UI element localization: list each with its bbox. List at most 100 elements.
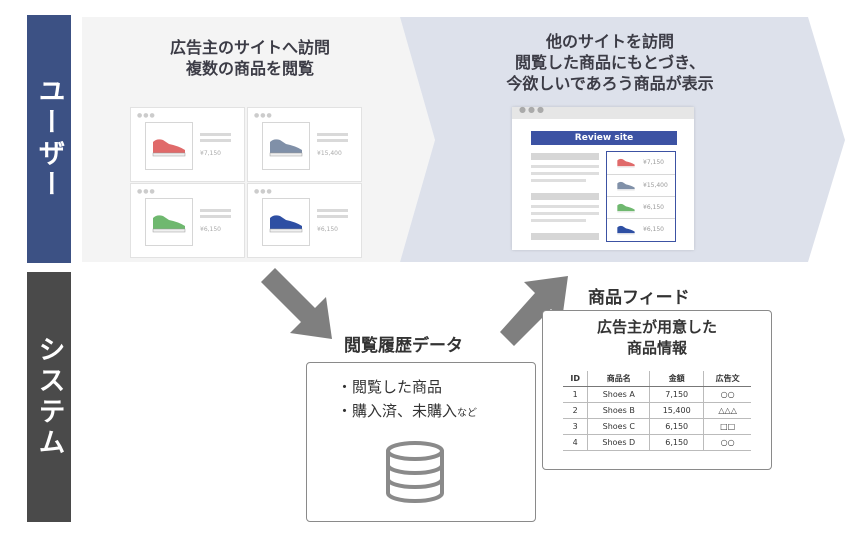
product-price: ¥7,150 [200, 150, 221, 157]
table-cell: ○○ [703, 434, 751, 451]
product-price: ¥6,150 [200, 226, 221, 233]
article-heading-block [531, 153, 599, 160]
article-line [531, 165, 599, 168]
history-label: 閲覧履歴データ [344, 336, 463, 356]
table-cell: △△△ [703, 402, 751, 419]
shoe-icon [617, 158, 635, 168]
left-panel-title: 広告主のサイトへ訪問 複数の商品を閲覧 [169, 38, 330, 78]
history-suffix: など [457, 408, 478, 419]
window-dots-icon: ●●● [254, 112, 273, 119]
text-placeholder [317, 215, 348, 218]
arrow-to-feed [500, 276, 568, 346]
ad-price: ¥15,400 [643, 182, 668, 189]
history-item: ・閲覧した商品 [337, 378, 443, 396]
shoe-icon [617, 225, 635, 235]
review-banner: Review site [531, 131, 677, 145]
product-card: ●●● ¥15,400 [247, 107, 362, 182]
history-item-text: ・購入済、未購入 [337, 402, 458, 420]
product-price: ¥15,400 [317, 150, 342, 157]
text-placeholder [200, 133, 231, 136]
table-cell: Shoes D [587, 434, 651, 451]
text-placeholder [317, 133, 348, 136]
text-placeholder [200, 215, 231, 218]
table-cell: 2 [563, 402, 589, 419]
table-cell: 4 [563, 434, 589, 451]
article-heading-block [531, 233, 599, 240]
table-cell: Shoes B [587, 402, 651, 419]
window-dots-icon: ●●● [137, 188, 156, 195]
table-cell: 6,150 [649, 434, 705, 451]
column-header: 商品名 [587, 371, 651, 387]
table-cell: 15,400 [649, 402, 705, 419]
text-placeholder [317, 139, 348, 142]
ad-item: ¥6,150 [607, 218, 675, 240]
shoe-icon [269, 139, 303, 157]
database-icon [386, 441, 444, 503]
history-item: ・購入済、未購入など [337, 399, 477, 426]
table-cell: 1 [563, 386, 589, 403]
ad-price: ¥6,150 [643, 204, 664, 211]
table-cell: Shoes A [587, 386, 651, 403]
article-line [531, 212, 599, 215]
product-thumbnail [145, 122, 193, 170]
ad-price: ¥6,150 [643, 226, 664, 233]
column-header: ID [563, 371, 589, 387]
arrow-to-history [261, 268, 332, 339]
product-card: ●●● ¥7,150 [130, 107, 245, 182]
table-cell: 6,150 [649, 418, 705, 435]
ad-item: ¥15,400 [607, 174, 675, 196]
article-line [531, 219, 586, 222]
shoe-icon [152, 215, 186, 233]
product-card: ●●● ¥6,150 [247, 183, 362, 258]
window-dots-icon: ●●● [254, 188, 273, 195]
window-dots-icon: ●●● [137, 112, 156, 119]
history-box: ・閲覧した商品 ・購入済、未購入など [306, 362, 536, 522]
shoe-icon [269, 215, 303, 233]
product-price: ¥6,150 [317, 226, 338, 233]
table-cell: □□ [703, 418, 751, 435]
column-header: 広告文 [703, 371, 751, 387]
right-panel-title: 他のサイトを訪問 閲覧した商品にもとづき、 今欲しいであろう商品が表示 [506, 32, 714, 93]
article-line [531, 172, 599, 175]
text-placeholder [317, 209, 348, 212]
feed-box-title: 広告主が用意した 商品情報 [596, 318, 717, 357]
ad-item: ¥6,150 [607, 196, 675, 218]
ad-unit: ¥7,150 ¥15,400 ¥6,150 ¥6,150 [606, 151, 676, 242]
review-site-window: ●●● Review site ¥7,150 ¥15,400 ¥6,150 ¥6,15… [512, 105, 694, 250]
text-placeholder [200, 139, 231, 142]
window-dots-icon: ●●● [519, 105, 546, 114]
feed-label: 商品フィード [588, 288, 690, 308]
system-lane-text: システム [33, 335, 65, 459]
article-line [531, 205, 599, 208]
table-cell: 3 [563, 418, 589, 435]
ad-item: ¥7,150 [607, 152, 675, 173]
system-lane-label: システム [27, 272, 71, 522]
shoe-icon [152, 139, 186, 157]
ad-price: ¥7,150 [643, 159, 664, 166]
shoe-icon [617, 203, 635, 213]
browser-titlebar: ●●● [512, 105, 694, 119]
product-thumbnail [262, 122, 310, 170]
column-header: 金額 [649, 371, 705, 387]
table-cell: Shoes C [587, 418, 651, 435]
text-placeholder [200, 209, 231, 212]
user-lane-label: ユーザー [27, 15, 71, 263]
product-thumbnail [262, 198, 310, 246]
product-card: ●●● ¥6,150 [130, 183, 245, 258]
table-cell: 7,150 [649, 386, 705, 403]
user-lane-text: ユーザー [33, 77, 65, 201]
article-heading-block [531, 193, 599, 200]
history-list: ・閲覧した商品 ・購入済、未購入など [337, 375, 477, 426]
shoe-icon [617, 181, 635, 191]
product-thumbnail [145, 198, 193, 246]
article-line [531, 179, 586, 182]
table-cell: ○○ [703, 386, 751, 403]
